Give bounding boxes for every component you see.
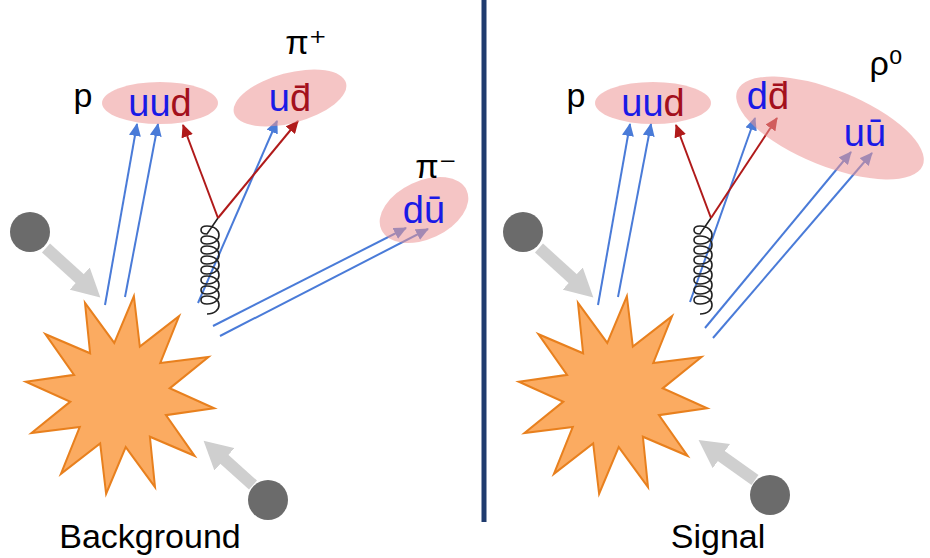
pair-quark-line: [218, 121, 298, 218]
beam-particle: [750, 475, 790, 515]
quark-content: uud: [621, 84, 684, 122]
quark-line: [598, 124, 630, 305]
quark-line: [713, 153, 872, 338]
signal-event: [503, 118, 872, 515]
particle-label: ρ⁰: [870, 46, 903, 80]
hadron-ellipse-shape: [228, 59, 353, 137]
beam-particle: [503, 212, 543, 252]
particle-label: π⁻: [415, 149, 456, 183]
beam-arrow: [46, 248, 90, 288]
quark-line: [125, 124, 158, 297]
hadron-ellipse: uud: [593, 81, 713, 125]
quark-letter: u: [149, 82, 170, 124]
quark-letter: ū: [865, 112, 886, 154]
beam-arrow: [710, 448, 755, 480]
particle-label: p: [567, 78, 586, 112]
quark-letter: d: [664, 82, 685, 124]
beam-particle: [10, 212, 50, 252]
quark-letter: d̄: [290, 77, 311, 119]
quark-letter: u: [642, 82, 663, 124]
hadron-ellipse: dū: [376, 180, 472, 240]
quark-line: [220, 229, 428, 336]
quark-content: ud̄: [269, 79, 311, 117]
quark-content: uud: [128, 84, 191, 122]
beam-particle: [248, 480, 288, 520]
quark-letter: u: [269, 77, 290, 119]
quark-line: [618, 124, 651, 297]
quark-letter: u: [621, 82, 642, 124]
quark-letter: u: [128, 82, 149, 124]
hadron-ellipse: uud: [100, 81, 220, 125]
collision-burst: [12, 283, 228, 507]
hadron-ellipse: ud̄: [231, 72, 349, 124]
quark-line: [705, 152, 851, 328]
beam-arrow: [214, 450, 253, 485]
quark-content: dd̄: [747, 77, 789, 115]
panel-caption: Signal: [671, 519, 766, 553]
panel-caption: Background: [59, 519, 240, 553]
quark-letter: ū: [424, 189, 445, 231]
quark-line: [105, 124, 137, 305]
quark-letter: d: [403, 189, 424, 231]
quark-letter: d: [747, 75, 768, 117]
quark-content: uū: [844, 114, 886, 152]
quark-letter: d̄: [768, 75, 789, 117]
pair-quark-line: [676, 125, 711, 218]
hadron-ellipse-shape: [595, 82, 711, 124]
beam-arrow: [539, 248, 583, 288]
pair-quark-line: [183, 125, 218, 218]
hadron-ellipse-shape: [102, 82, 218, 124]
background-event: [10, 121, 428, 520]
gluon-spring: [694, 218, 712, 314]
particle-label: π⁺: [285, 25, 326, 59]
quark-letter: d: [171, 82, 192, 124]
particle-label: p: [74, 78, 93, 112]
collision-burst: [505, 283, 721, 507]
panel-divider: [482, 0, 487, 522]
quark-line: [213, 228, 406, 326]
quark-letter: u: [844, 112, 865, 154]
gluon-spring: [201, 218, 219, 314]
hadron-ellipse: dd̄ uū: [725, 73, 930, 183]
quark-content: dū: [403, 191, 445, 229]
